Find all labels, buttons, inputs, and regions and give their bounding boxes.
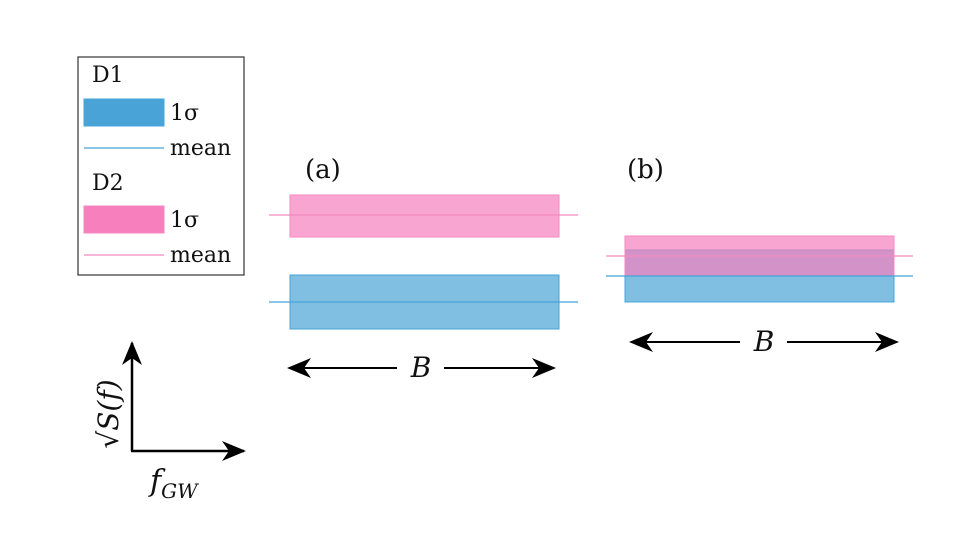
legend-d2-sigma-label: 1σ [170,208,199,233]
axes-key-x-label: fGW [148,464,199,503]
panel-a-d2-sigma-band [289,194,560,238]
legend-frame [77,56,245,276]
axes-key: √S(f) fGW [92,341,246,503]
axes-key-x-label-sub: GW [161,479,199,503]
panel-b: (b) B [606,155,913,358]
legend-d1-sigma-swatch [83,98,165,127]
panel-a-label: (a) [305,155,341,185]
legend-d2-mean-label: mean [170,243,231,268]
legend-d1-mean-label: mean [170,136,231,161]
panel-a-bandwidth-label: B [410,351,432,384]
legend-d1-title: D1 [92,63,124,88]
axes-key-y-label: √S(f) [92,379,125,448]
panel-a: (a) B [269,155,578,384]
legend-d2-sigma-swatch [83,205,165,234]
panel-b-label: (b) [627,155,664,185]
legend-d2-title: D2 [92,171,124,196]
legend-d1-sigma-label: 1σ [170,101,199,126]
legend: D1 1σ mean D2 1σ mean [77,56,245,276]
panel-b-bandwidth-label: B [753,325,775,358]
